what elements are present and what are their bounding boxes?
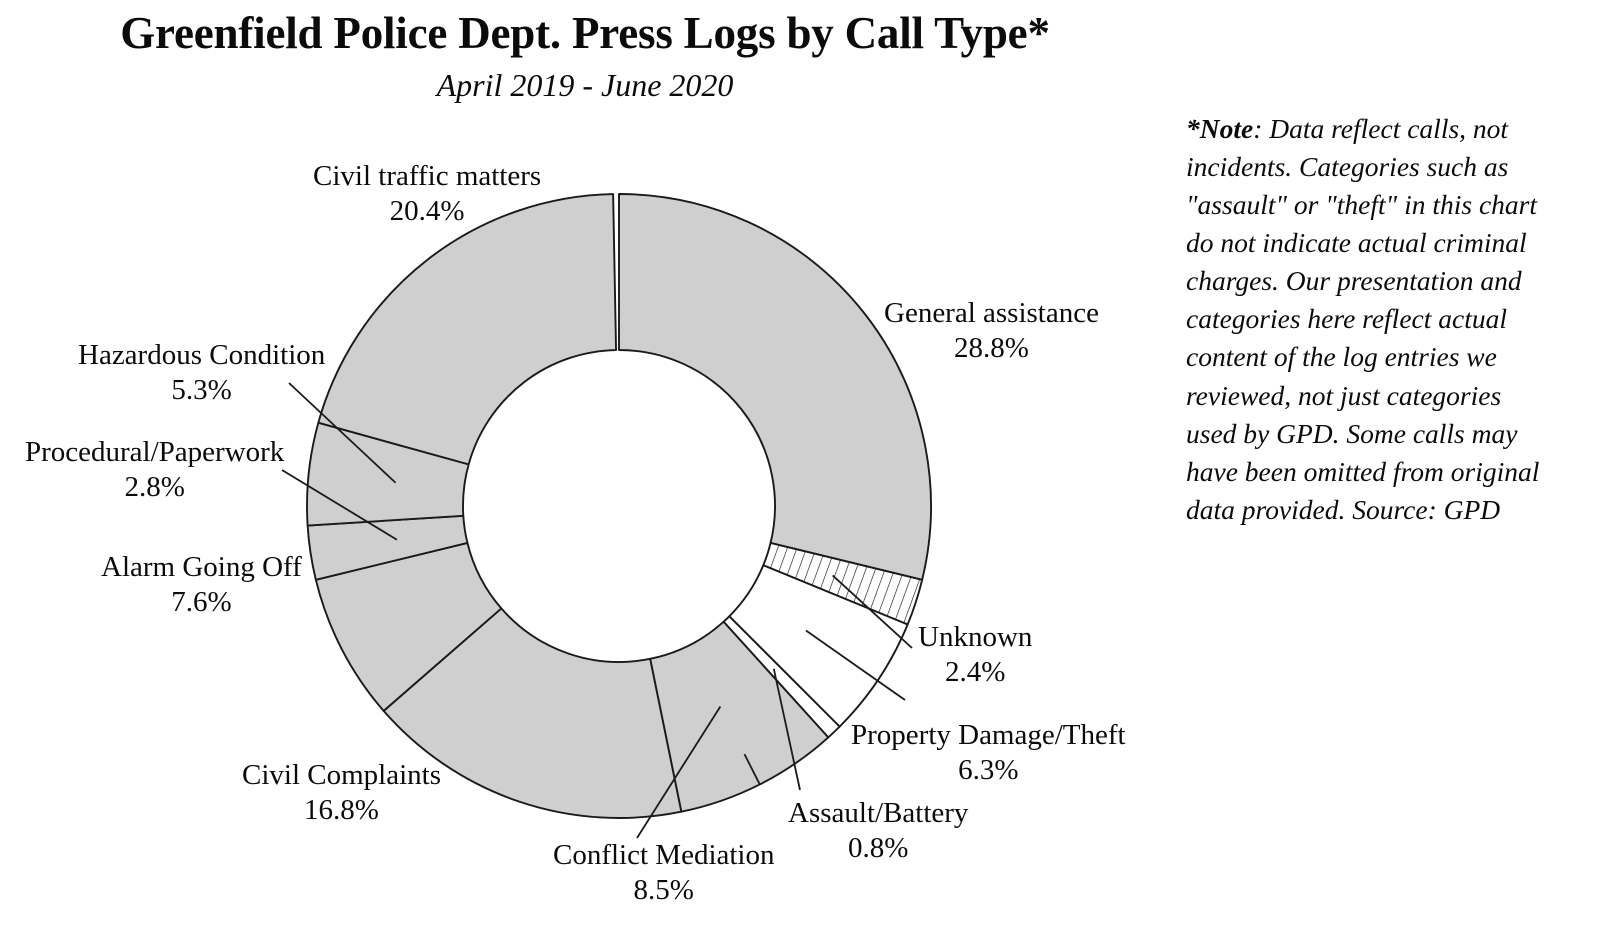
slice-label-name: Alarm Going Off [101, 551, 302, 583]
pie-slice [317, 193, 618, 466]
slice-label-percent: 16.8% [304, 794, 379, 827]
slice-label-percent: 28.8% [954, 332, 1029, 365]
slice-label-property-damage-theft: Property Damage/Theft 6.3% [851, 718, 1126, 789]
slice-label-civil-complaints: Civil Complaints 16.8% [242, 758, 441, 829]
slice-label-name: Procedural/Paperwork [25, 436, 285, 468]
slice-label-procedural-paperwork: Procedural/Paperwork 2.8% [25, 435, 284, 506]
note-body: : Data reflect calls, not incidents. Cat… [1186, 113, 1540, 525]
pie-slice [618, 193, 932, 581]
note-panel: *Note: Data reflect calls, not incidents… [1186, 110, 1548, 529]
slice-label-name: Assault/Battery [788, 797, 969, 829]
leader-line [281, 469, 398, 541]
note-lead: *Note [1186, 113, 1254, 144]
pie-slice [762, 541, 924, 626]
slice-label-assault-battery: Assault/Battery 0.8% [788, 796, 968, 867]
pie-slice [306, 514, 469, 581]
slice-label-hazardous-condition: Hazardous Condition 5.3% [78, 338, 325, 409]
slice-label-general-assistance: General assistance 28.8% [884, 296, 1099, 367]
pie-slice [728, 564, 909, 728]
slice-label-percent: 8.5% [633, 874, 694, 907]
pie-slice [314, 541, 503, 712]
slice-label-percent: 6.3% [958, 754, 1019, 787]
leader-line [772, 668, 801, 791]
slice-label-name: Unknown [918, 621, 1033, 653]
slice-label-unknown: Unknown 2.4% [918, 620, 1032, 691]
donut-slices [306, 193, 932, 819]
leader-line [636, 705, 722, 839]
leader-line [805, 629, 906, 701]
title-block: Greenfield Police Dept. Press Logs by Ca… [0, 8, 1170, 104]
pie-slice [306, 421, 470, 527]
slice-label-civil-traffic-matters: Civil traffic matters 20.4% [313, 159, 541, 230]
slice-label-name: Property Damage/Theft [851, 719, 1126, 751]
slice-label-percent: 2.8% [124, 471, 185, 504]
pie-slice [649, 620, 830, 813]
slice-label-percent: 2.4% [944, 656, 1006, 689]
slice-label-conflict-mediation: Conflict Mediation 8.5% [553, 838, 775, 909]
leader-line [832, 574, 913, 649]
leader-tick [743, 753, 761, 785]
slice-label-name: General assistance [884, 297, 1099, 329]
page-title: Greenfield Police Dept. Press Logs by Ca… [120, 8, 1050, 58]
slice-label-name: Civil Complaints [242, 759, 441, 791]
slice-label-percent: 0.8% [848, 832, 909, 865]
slice-label-name: Hazardous Condition [78, 339, 326, 371]
slice-label-percent: 20.4% [389, 195, 465, 228]
slice-label-alarm-going-off: Alarm Going Off 7.6% [101, 550, 302, 621]
slice-label-percent: 7.6% [171, 586, 232, 619]
page-subtitle: April 2019 - June 2020 [436, 66, 734, 103]
pie-slice [722, 615, 841, 739]
slice-label-percent: 5.3% [171, 374, 232, 407]
slice-label-name: Civil traffic matters [313, 160, 542, 192]
slice-label-name: Conflict Mediation [553, 839, 775, 871]
